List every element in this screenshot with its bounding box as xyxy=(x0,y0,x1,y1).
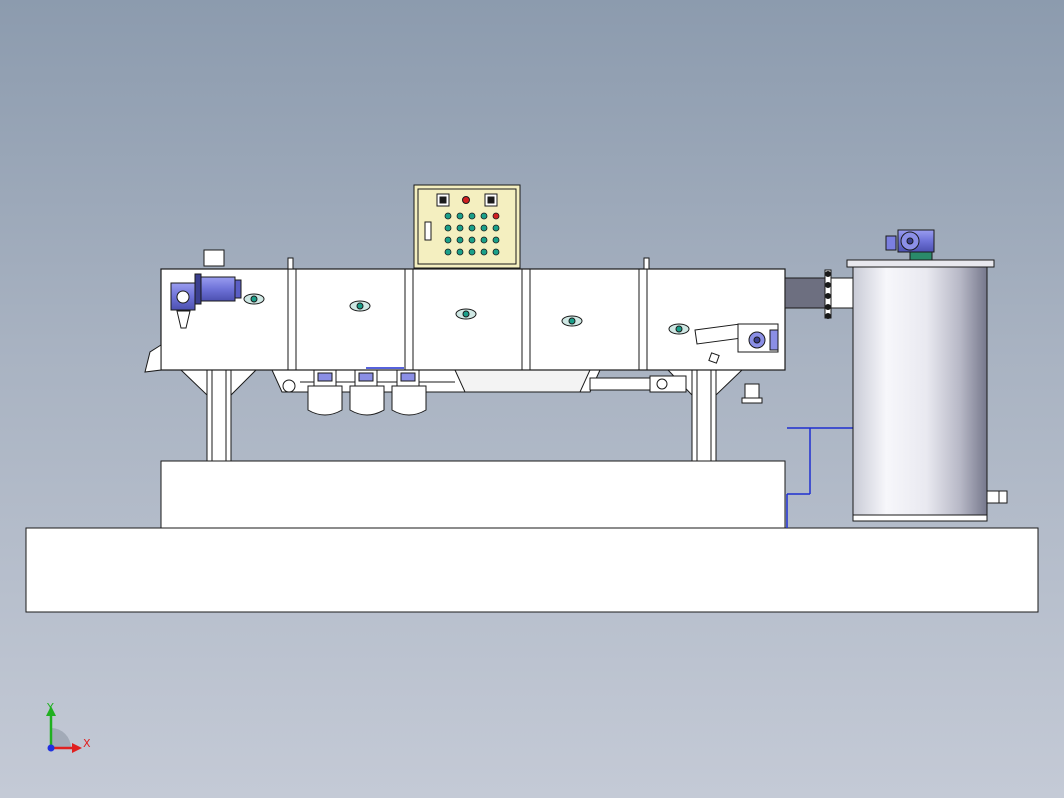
panel-lamp xyxy=(456,224,464,232)
panel-indicator-lamps xyxy=(444,212,500,256)
panel-lamp xyxy=(468,212,476,220)
panel-lamp xyxy=(492,224,500,232)
top-bracket xyxy=(203,249,225,267)
panel-lamp xyxy=(468,236,476,244)
control-panel xyxy=(413,184,521,269)
panel-lamp xyxy=(480,224,488,232)
y-arrowhead xyxy=(46,706,56,716)
y-axis-label: Y xyxy=(46,701,54,714)
panel-lamp xyxy=(480,212,488,220)
drain-outlet xyxy=(741,383,763,404)
lifting-eyes xyxy=(287,257,650,270)
triad-quadrant xyxy=(51,728,71,748)
inlet-chute xyxy=(144,344,162,373)
x-arrowhead xyxy=(72,743,82,753)
ground-slab xyxy=(25,527,1039,613)
motor-icon xyxy=(170,273,242,329)
exhaust-duct xyxy=(784,269,858,319)
panel-lamp xyxy=(456,212,464,220)
panel-lamp xyxy=(492,212,500,220)
panel-lamp xyxy=(492,248,500,256)
panel-lamp xyxy=(444,212,452,220)
panel-lamp xyxy=(456,248,464,256)
panel-lamp xyxy=(492,236,500,244)
axis-triad[interactable]: Y X xyxy=(46,701,91,753)
gearbox-icon xyxy=(694,323,779,364)
panel-lamp xyxy=(480,248,488,256)
panel-lamp xyxy=(456,236,464,244)
panel-lamp xyxy=(468,248,476,256)
machine-housing xyxy=(160,268,786,371)
inspection-ports xyxy=(243,293,690,335)
panel-lamp xyxy=(444,224,452,232)
panel-lamp xyxy=(444,236,452,244)
panel-lamp xyxy=(444,248,452,256)
tank xyxy=(846,259,1008,522)
panel-lamp xyxy=(480,236,488,244)
blower-icon xyxy=(885,229,935,261)
base-block xyxy=(160,460,786,529)
housing-seams xyxy=(287,269,648,370)
panel-lamp xyxy=(468,224,476,232)
z-axis-dot xyxy=(47,744,55,752)
x-axis-label: X xyxy=(83,737,91,750)
nozzle-units xyxy=(307,369,427,416)
